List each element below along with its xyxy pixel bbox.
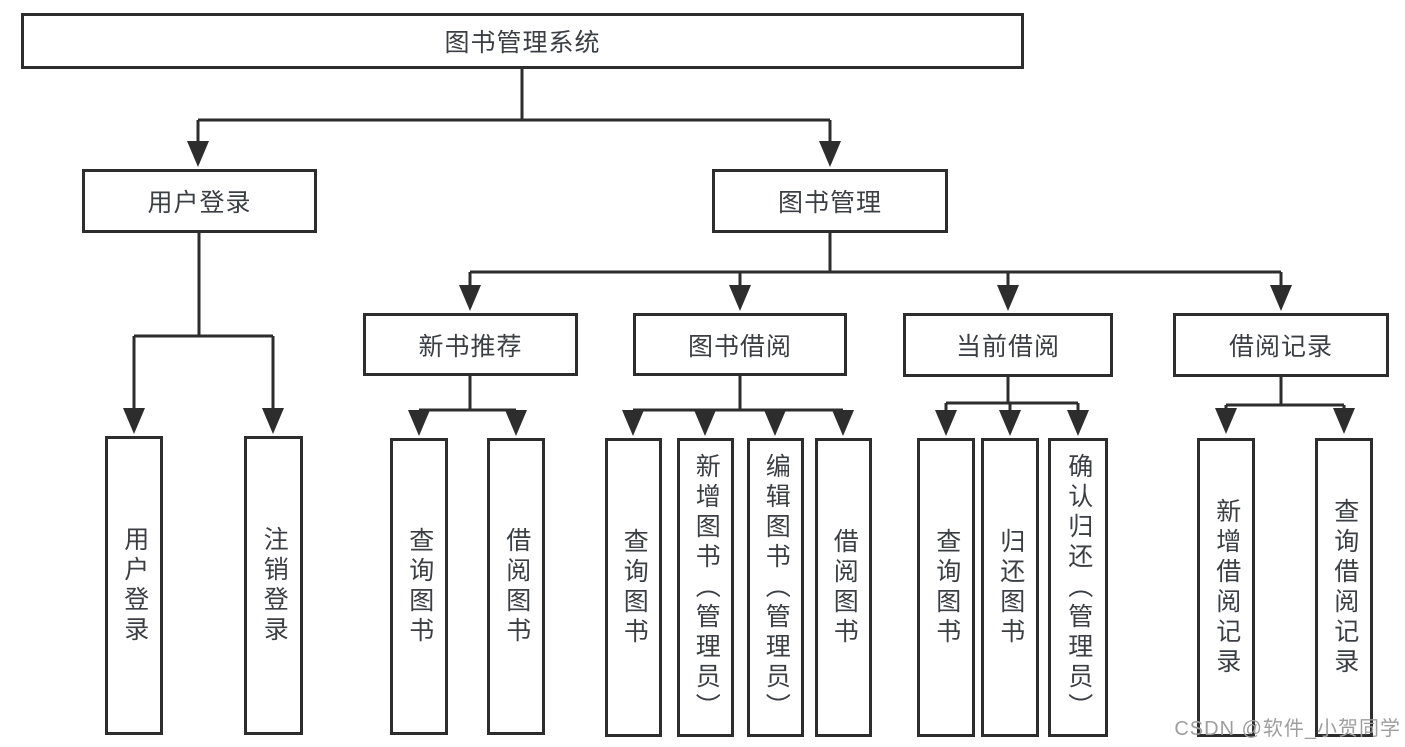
- watermark: CSDN @软件_小贺同学: [1174, 718, 1401, 740]
- node-book-borrow: 图书借阅: [633, 313, 847, 376]
- leaf-borrow-add-books-admin: 新增图书（管理员）: [677, 438, 734, 737]
- arrow-down-icon: [262, 408, 284, 434]
- arrow-down-icon: [935, 410, 957, 436]
- leaf-newbook-query-books: 查询图书: [390, 438, 448, 735]
- arrow-down-icon: [1067, 410, 1089, 436]
- arrow-down-icon: [123, 408, 145, 434]
- arrow-down-icon: [408, 410, 430, 436]
- node-book-management: 图书管理: [712, 169, 948, 233]
- leaf-logout: 注销登录: [244, 436, 303, 735]
- arrow-down-icon: [999, 410, 1021, 436]
- connector-borrow-record-children: [1224, 377, 1346, 412]
- node-borrow-records: 借阅记录: [1173, 313, 1389, 377]
- leaf-user-login: 用户登录: [105, 436, 163, 735]
- leaf-borrow-edit-books-admin: 编辑图书（管理员）: [747, 438, 804, 737]
- leaf-current-return-books: 归还图书: [981, 438, 1039, 737]
- leaf-current-query-books: 查询图书: [917, 438, 975, 737]
- connector-new-book-children: [417, 376, 518, 416]
- arrow-down-icon: [832, 410, 854, 436]
- leaf-records-query-record: 查询借阅记录: [1315, 438, 1373, 737]
- arrow-down-icon: [729, 285, 751, 311]
- arrow-down-icon: [1270, 285, 1292, 311]
- arrow-down-icon: [622, 410, 644, 436]
- node-new-book-recommend: 新书推荐: [363, 313, 578, 376]
- arrow-down-icon: [694, 410, 716, 436]
- arrow-down-icon: [997, 285, 1019, 311]
- connector-book-borrow-children: [631, 376, 845, 416]
- leaf-borrow-query-books: 查询图书: [605, 438, 662, 737]
- connector-root-to-level2: [196, 69, 832, 146]
- arrow-down-icon: [819, 141, 841, 167]
- leaf-records-add-record: 新增借阅记录: [1197, 438, 1255, 737]
- leaf-borrow-borrow-books: 借阅图书: [815, 438, 872, 737]
- arrow-down-icon: [187, 141, 209, 167]
- arrow-down-icon: [1215, 408, 1237, 434]
- connector-book-mgmt-children: [468, 233, 1283, 291]
- node-root: 图书管理系统: [21, 13, 1024, 69]
- arrow-down-icon: [505, 410, 527, 436]
- arrow-down-icon: [459, 285, 481, 311]
- leaf-current-confirm-return-admin: 确认归还（管理员）: [1048, 438, 1108, 737]
- connector-user-login-children: [132, 233, 275, 412]
- arrow-down-icon: [1333, 408, 1355, 434]
- node-current-borrow: 当前借阅: [903, 313, 1113, 377]
- node-user-login: 用户登录: [82, 169, 317, 233]
- leaf-newbook-borrow-books: 借阅图书: [487, 438, 545, 735]
- arrow-down-icon: [764, 410, 786, 436]
- connector-current-borrow-children: [944, 377, 1080, 414]
